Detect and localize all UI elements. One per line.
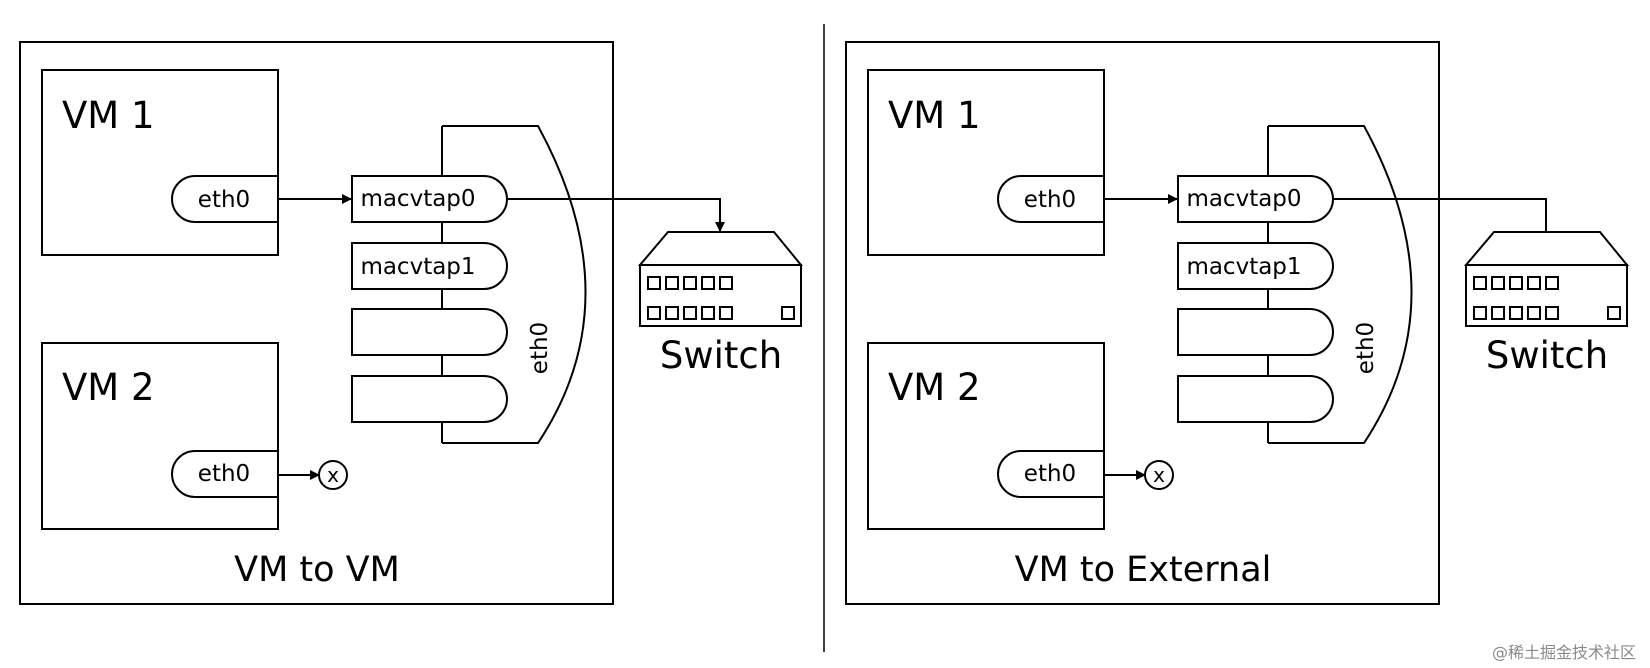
- switch-icon: [637, 231, 804, 327]
- vm1-title: VM 1: [888, 94, 981, 137]
- macvtap-slot-3: [351, 308, 508, 356]
- blocked-marker-label: x: [327, 463, 339, 487]
- macvtap1-port: [1177, 242, 1334, 290]
- macvtap1-label: macvtap1: [360, 254, 475, 280]
- macvtap1-port: [351, 242, 508, 290]
- vm2-box: VM 2 eth0: [867, 342, 1105, 530]
- vm1-eth0-port: [171, 175, 279, 223]
- host-eth0-label: eth0: [1353, 322, 1379, 374]
- switch-label: Switch: [1486, 334, 1608, 377]
- blocked-marker: [318, 460, 348, 490]
- macvtap-stack: macvtap0 macvtap1: [1177, 126, 1334, 443]
- vm1-box: VM 1 eth0: [41, 69, 279, 256]
- vm2-title: VM 2: [62, 366, 155, 409]
- macvtap0-port: [1177, 175, 1334, 223]
- panel-caption: VM to External: [1015, 550, 1272, 590]
- macvtap0-label: macvtap0: [360, 186, 475, 212]
- macvtap0-port: [351, 175, 508, 223]
- macvtap-stack: macvtap0 macvtap1: [351, 126, 508, 443]
- blocked-marker: [1144, 460, 1174, 490]
- switch-label: Switch: [660, 334, 782, 377]
- host-eth0-label: eth0: [527, 322, 553, 374]
- macvtap0-to-switch-arrow: [507, 198, 725, 232]
- macvtap-slot-4: [1177, 375, 1334, 423]
- macvtap1-label: macvtap1: [1186, 254, 1301, 280]
- vm1-eth0-label: eth0: [198, 187, 250, 213]
- vm2-box: VM 2 eth0: [41, 342, 279, 530]
- panel-caption: VM to VM: [234, 550, 400, 590]
- vm2-eth0-port: [997, 450, 1105, 498]
- vm1-title: VM 1: [62, 94, 155, 137]
- switch-icon: [1463, 231, 1630, 327]
- macvtap-slot-4: [351, 375, 508, 423]
- vm2-eth0-port: [171, 450, 279, 498]
- host-eth0-interface: eth0: [1268, 125, 1413, 444]
- vm1-box: VM 1 eth0: [867, 69, 1105, 256]
- macvtap0-label: macvtap0: [1186, 186, 1301, 212]
- watermark: @稀土掘金技术社区: [1492, 643, 1636, 662]
- vm1-eth0-port: [997, 175, 1105, 223]
- vm2-title: VM 2: [888, 366, 981, 409]
- vm1-eth0-label: eth0: [1024, 187, 1076, 213]
- panel-vm-to-vm: VM 1 eth0 VM 2 eth0 eth0 macvtap0 macvta…: [19, 41, 804, 605]
- vm2-eth0-label: eth0: [1024, 461, 1076, 487]
- macvtap-slot-3: [1177, 308, 1334, 356]
- vm2-eth0-label: eth0: [198, 461, 250, 487]
- host-eth0-interface: eth0: [442, 125, 587, 444]
- panel-vm-to-external: VM 1 eth0 VM 2 eth0 eth0 macvtap0 macvta…: [845, 41, 1630, 605]
- blocked-marker-label: x: [1153, 463, 1165, 487]
